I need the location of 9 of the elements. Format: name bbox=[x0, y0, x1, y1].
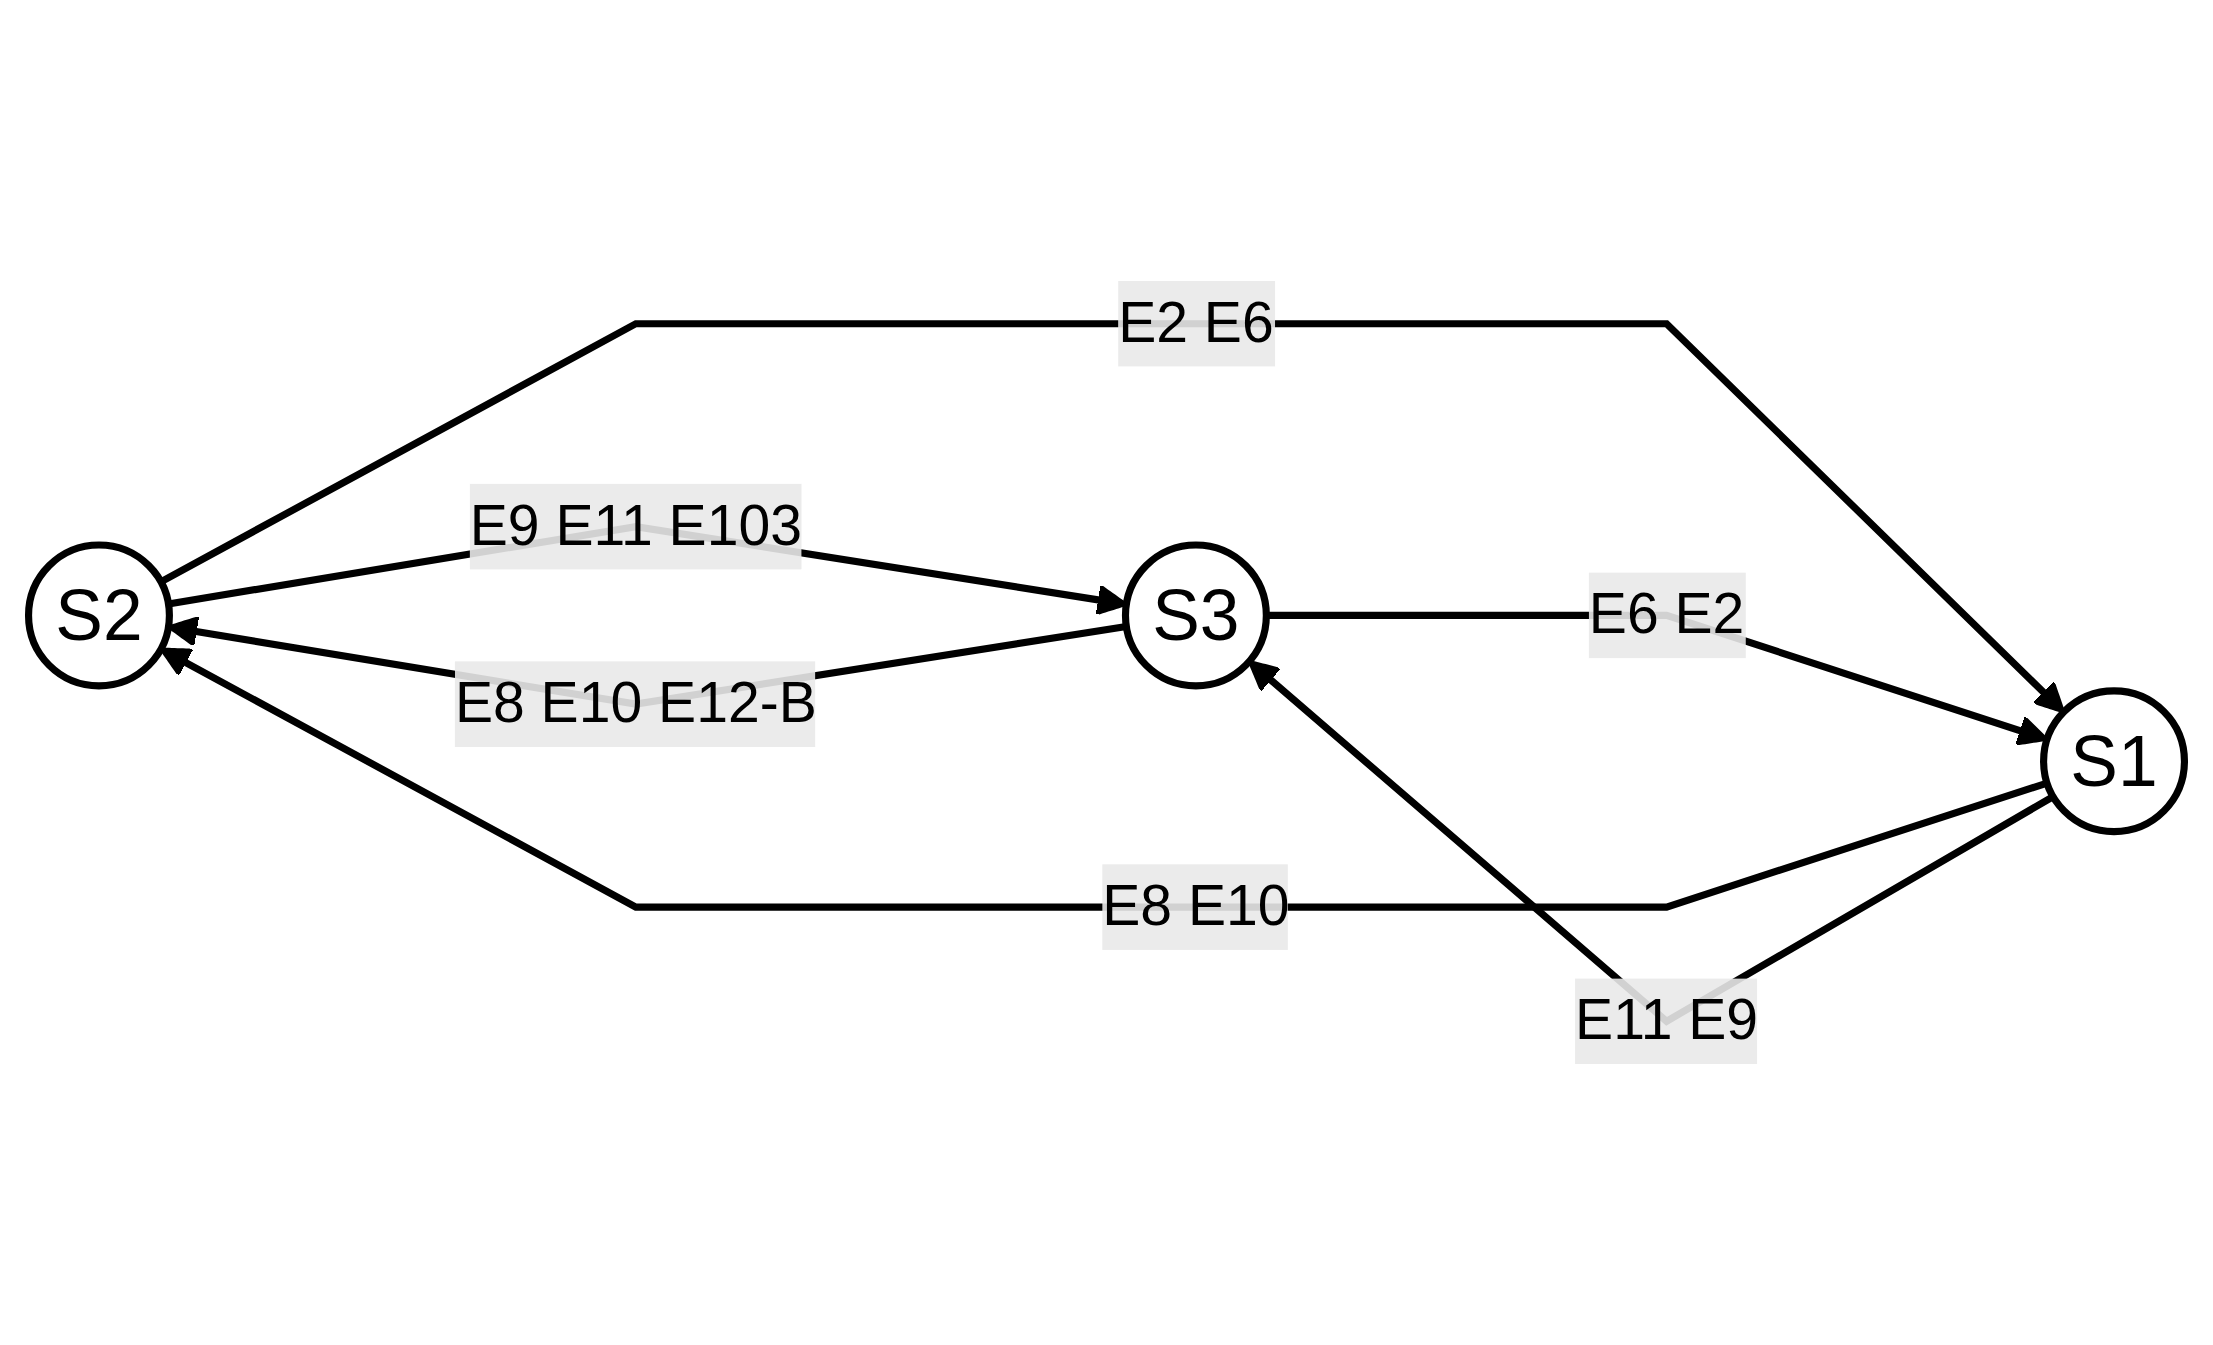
edge-label: E6 E2 bbox=[1588, 583, 1745, 644]
node-circle: S1 bbox=[2040, 687, 2188, 836]
edge-label: E9 E11 E103 bbox=[469, 494, 802, 556]
edge-label: E8 E10 bbox=[1102, 874, 1290, 936]
edge-label: E11 E9 bbox=[1575, 989, 1759, 1050]
edge-label: E2 E6 bbox=[1118, 291, 1274, 353]
edge-label: E8 E10 E12-B bbox=[454, 672, 817, 733]
node-circle: S2 bbox=[25, 541, 173, 690]
node-circle: S3 bbox=[1121, 541, 1270, 690]
